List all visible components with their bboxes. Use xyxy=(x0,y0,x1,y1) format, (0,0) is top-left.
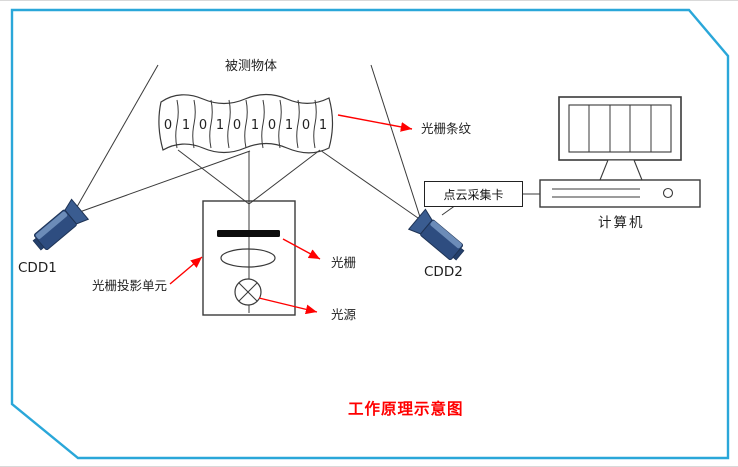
arrow-grating-label xyxy=(282,238,321,260)
projection-cone-right xyxy=(248,149,321,205)
computer-label: 计算机 xyxy=(598,215,645,231)
monitor-stand xyxy=(599,159,643,181)
fringe-digit: 0 xyxy=(302,118,310,133)
grating-bar xyxy=(217,230,280,237)
light-source-symbol xyxy=(234,278,262,306)
fringe-digit: 1 xyxy=(182,118,190,133)
arrow-fringe-label xyxy=(337,114,413,132)
fringe-digits: 0 1 0 1 0 1 0 1 0 1 xyxy=(164,118,327,133)
measured-object-label: 被测物体 xyxy=(225,59,278,74)
capture-card-box: 点云采集卡 xyxy=(424,181,523,207)
grating-label: 光栅 xyxy=(331,255,357,270)
arrow-light-source-label xyxy=(258,297,318,315)
camera-sight-lines xyxy=(73,64,541,219)
lens-ellipse xyxy=(220,248,276,268)
page-border-frame xyxy=(10,8,730,460)
monitor-screen xyxy=(568,104,672,153)
computer-graphic xyxy=(539,96,701,208)
light-source-label: 光源 xyxy=(331,307,357,322)
arrow-projector-label xyxy=(169,256,203,285)
projection-cone-left xyxy=(177,149,250,205)
projection-unit-box xyxy=(177,149,321,316)
fringe-digit: 1 xyxy=(216,118,224,133)
fringe-digit: 0 xyxy=(199,118,207,133)
projector-unit-label: 光栅投影单元 xyxy=(92,278,168,293)
diagram-title: 工作原理示意图 xyxy=(348,400,464,418)
fringe-label: 光栅条纹 xyxy=(421,121,472,136)
monitor-screen-lines xyxy=(588,105,652,152)
measured-object-banner: 0 1 0 1 0 1 0 1 0 1 xyxy=(158,93,334,154)
system-unit xyxy=(539,179,701,208)
power-button-icon xyxy=(662,187,674,199)
fringe-digit: 1 xyxy=(319,118,327,133)
fringe-digit: 0 xyxy=(233,118,241,133)
fringe-divider-lines xyxy=(175,99,317,149)
fringe-digit: 0 xyxy=(164,118,172,133)
camera-cdd1-icon xyxy=(32,198,90,251)
camera-cdd2-icon xyxy=(407,208,465,261)
fringe-digit: 1 xyxy=(285,118,293,133)
camera-cdd2-label: CDD2 xyxy=(424,264,463,280)
annotation-arrows xyxy=(169,114,413,315)
camera-cdd1-label: CDD1 xyxy=(18,260,57,276)
fringe-digit: 1 xyxy=(251,118,259,133)
fringe-digit: 0 xyxy=(268,118,276,133)
